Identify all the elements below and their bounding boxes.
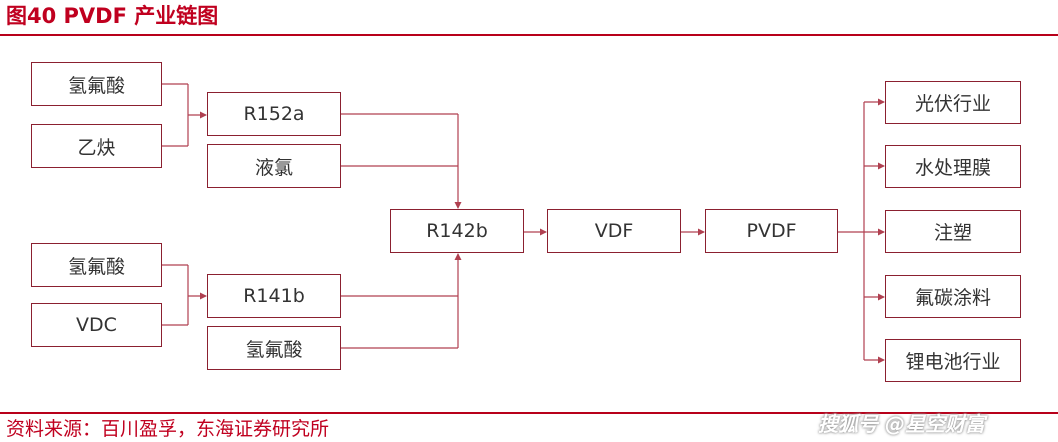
source-note: 资料来源：百川盈孚，东海证券研究所	[6, 418, 330, 440]
node-r152a: R152a	[207, 92, 341, 136]
node-vdf: VDF	[547, 209, 681, 253]
node-photovoltaic-industry: 光伏行业	[885, 81, 1021, 124]
node-hydrofluoric-acid-2: 氢氟酸	[31, 243, 162, 287]
watermark: 搜狐号 @星空财富	[818, 412, 985, 436]
node-hydrofluoric-acid-1: 氢氟酸	[31, 62, 162, 106]
footer-divider	[0, 412, 1058, 414]
node-water-treatment-membrane: 水处理膜	[885, 145, 1021, 188]
node-vdc: VDC	[31, 303, 162, 347]
node-pvdf: PVDF	[705, 209, 838, 253]
title-divider	[0, 34, 1058, 36]
node-injection-molding: 注塑	[885, 210, 1021, 253]
node-acetylene: 乙炔	[31, 124, 162, 168]
node-hydrofluoric-acid-3: 氢氟酸	[207, 326, 341, 370]
page-title: 图40 PVDF 产业链图	[6, 4, 219, 28]
node-r142b: R142b	[390, 209, 524, 253]
node-liquid-chlorine: 液氯	[207, 144, 341, 188]
node-r141b: R141b	[207, 274, 341, 318]
node-lithium-battery-industry: 锂电池行业	[885, 339, 1021, 382]
node-fluorocarbon-coating: 氟碳涂料	[885, 275, 1021, 318]
